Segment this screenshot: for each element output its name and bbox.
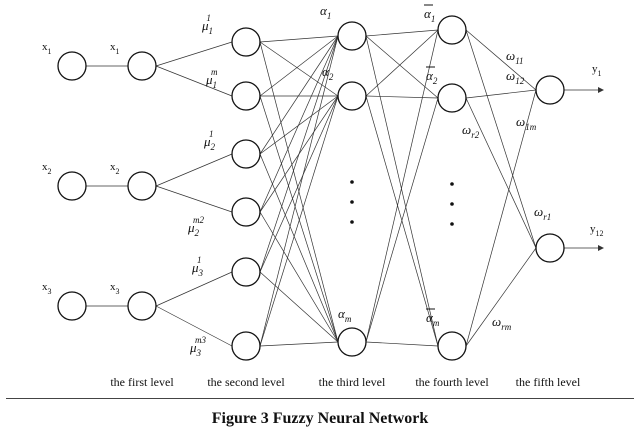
level-label-1: the first level bbox=[110, 375, 174, 389]
ellipsis-dot-2 bbox=[350, 200, 354, 204]
ellipsis-dot-4 bbox=[450, 182, 454, 186]
connection-edges bbox=[86, 29, 604, 347]
ellipsis-dot-6 bbox=[450, 222, 454, 226]
input-pass-label-1: x1 bbox=[110, 41, 120, 56]
rule-edge-6-3 bbox=[259, 341, 339, 347]
level-label-4: the fourth level bbox=[415, 375, 489, 389]
membership-label-5: μ31 bbox=[191, 255, 204, 278]
norm-edge-3-1 bbox=[365, 29, 439, 343]
membership-node-4 bbox=[231, 197, 261, 227]
input-label-1: x1 bbox=[42, 41, 52, 56]
input-node-1 bbox=[57, 51, 87, 81]
normalized-node-2 bbox=[437, 83, 467, 113]
output-label-2: y12 bbox=[590, 223, 604, 238]
membership-node-6 bbox=[231, 331, 261, 361]
input-node-3 bbox=[57, 291, 87, 321]
node-labels: x1 x1 x2 x2 x3 x3 μ11 μ1m μ21 μ2m2 μ31 μ3m3 α1 α2 αm α1… bbox=[42, 3, 604, 389]
rule-label-1: α1 bbox=[320, 3, 331, 21]
rule-edge-3-1 bbox=[259, 35, 339, 155]
rule-edge-3-3 bbox=[259, 153, 339, 343]
output-edge-2-1 bbox=[465, 89, 537, 99]
input-pass-label-3: x3 bbox=[110, 281, 120, 296]
output-arrowhead-2 bbox=[598, 245, 604, 251]
figure-caption: Figure 3 Fuzzy Neural Network bbox=[211, 410, 429, 427]
output-edge-1-1 bbox=[465, 29, 537, 91]
norm-edge-3-2 bbox=[365, 97, 439, 343]
rule-edge-4-3 bbox=[259, 211, 339, 343]
input-label-2: x2 bbox=[42, 161, 52, 176]
membership-label-4: μ2m2 bbox=[187, 215, 205, 238]
normalized-label-1: α1 bbox=[424, 6, 435, 24]
rule-edge-6-1 bbox=[259, 35, 339, 347]
fuzzify-edge-1-2 bbox=[155, 65, 233, 97]
input-pass-node-3 bbox=[127, 291, 157, 321]
rule-label-2: α2 bbox=[322, 64, 334, 82]
input-pass-node-2 bbox=[127, 171, 157, 201]
norm-edge-1-2 bbox=[365, 35, 439, 99]
membership-label-2: μ1m bbox=[205, 67, 218, 90]
norm-edge-1-3 bbox=[365, 35, 439, 347]
fuzzify-edge-2-1 bbox=[155, 153, 233, 187]
rule-edge-4-1 bbox=[259, 35, 339, 213]
output-node-2 bbox=[535, 233, 565, 263]
output-arrowhead-1 bbox=[598, 87, 604, 93]
rule-node-2 bbox=[337, 81, 367, 111]
weight-label-5: ωr1 bbox=[534, 204, 551, 222]
normalized-node-1 bbox=[437, 15, 467, 45]
membership-label-6: μ3m3 bbox=[189, 335, 207, 358]
weight-label-3: ωr2 bbox=[462, 122, 480, 140]
output-label-1: y1 bbox=[592, 63, 602, 78]
fuzzify-edge-1-1 bbox=[155, 41, 233, 67]
weight-label-6: ωrm bbox=[492, 314, 512, 332]
output-edge-3-2 bbox=[465, 247, 537, 347]
output-edge-3-1 bbox=[465, 89, 537, 347]
level-label-3: the third level bbox=[319, 375, 386, 389]
input-node-2 bbox=[57, 171, 87, 201]
ellipsis-dot-1 bbox=[350, 180, 354, 184]
output-edge-2-2 bbox=[465, 97, 537, 249]
weight-label-2: ω12 bbox=[506, 68, 525, 86]
norm-edge-2-1 bbox=[365, 29, 439, 97]
membership-node-2 bbox=[231, 81, 261, 111]
ellipsis-dot-5 bbox=[450, 202, 454, 206]
input-label-3: x3 bbox=[42, 281, 52, 296]
norm-edge-2-2 bbox=[365, 95, 439, 99]
membership-label-3: μ21 bbox=[203, 129, 216, 152]
norm-edge-3-3 bbox=[365, 341, 439, 347]
rule-edge-2-3 bbox=[259, 95, 339, 343]
rule-edge-1-1 bbox=[259, 35, 339, 43]
fuzzy-neural-network-diagram: x1 x1 x2 x2 x3 x3 μ11 μ1m μ21 μ2m2 μ31 μ3m3 α1 α2 αm α1… bbox=[42, 3, 604, 389]
membership-node-5 bbox=[231, 257, 261, 287]
rule-node-3 bbox=[337, 327, 367, 357]
fuzzify-edge-2-2 bbox=[155, 185, 233, 213]
rule-label-3: αm bbox=[338, 306, 352, 324]
output-node-1 bbox=[535, 75, 565, 105]
input-pass-node-1 bbox=[127, 51, 157, 81]
rule-edge-3-2 bbox=[259, 95, 339, 155]
norm-edge-1-1 bbox=[365, 29, 439, 37]
rule-edge-2-1 bbox=[259, 35, 339, 97]
network-nodes bbox=[57, 15, 565, 361]
rule-edge-5-1 bbox=[259, 35, 339, 273]
normalized-label-2: α2 bbox=[426, 68, 438, 86]
level-label-2: the second level bbox=[207, 375, 285, 389]
caption-divider bbox=[6, 398, 634, 399]
rule-edge-5-2 bbox=[259, 95, 339, 273]
output-edge-1-2 bbox=[465, 29, 537, 249]
rule-edge-5-3 bbox=[259, 271, 339, 343]
normalized-node-3 bbox=[437, 331, 467, 361]
membership-label-1: μ11 bbox=[201, 13, 213, 36]
level-label-5: the fifth level bbox=[516, 375, 581, 389]
membership-node-3 bbox=[231, 139, 261, 169]
normalized-label-3: αm bbox=[426, 310, 440, 328]
input-pass-label-2: x2 bbox=[110, 161, 120, 176]
rule-node-1 bbox=[337, 21, 367, 51]
fuzzify-edge-3-2 bbox=[155, 305, 233, 347]
rule-edge-6-2 bbox=[259, 95, 339, 347]
weight-label-1: ω11 bbox=[506, 48, 524, 66]
fuzzify-edge-3-1 bbox=[155, 271, 233, 307]
membership-node-1 bbox=[231, 27, 261, 57]
ellipsis-dot-3 bbox=[350, 220, 354, 224]
weight-label-4: ω1m bbox=[516, 114, 537, 132]
